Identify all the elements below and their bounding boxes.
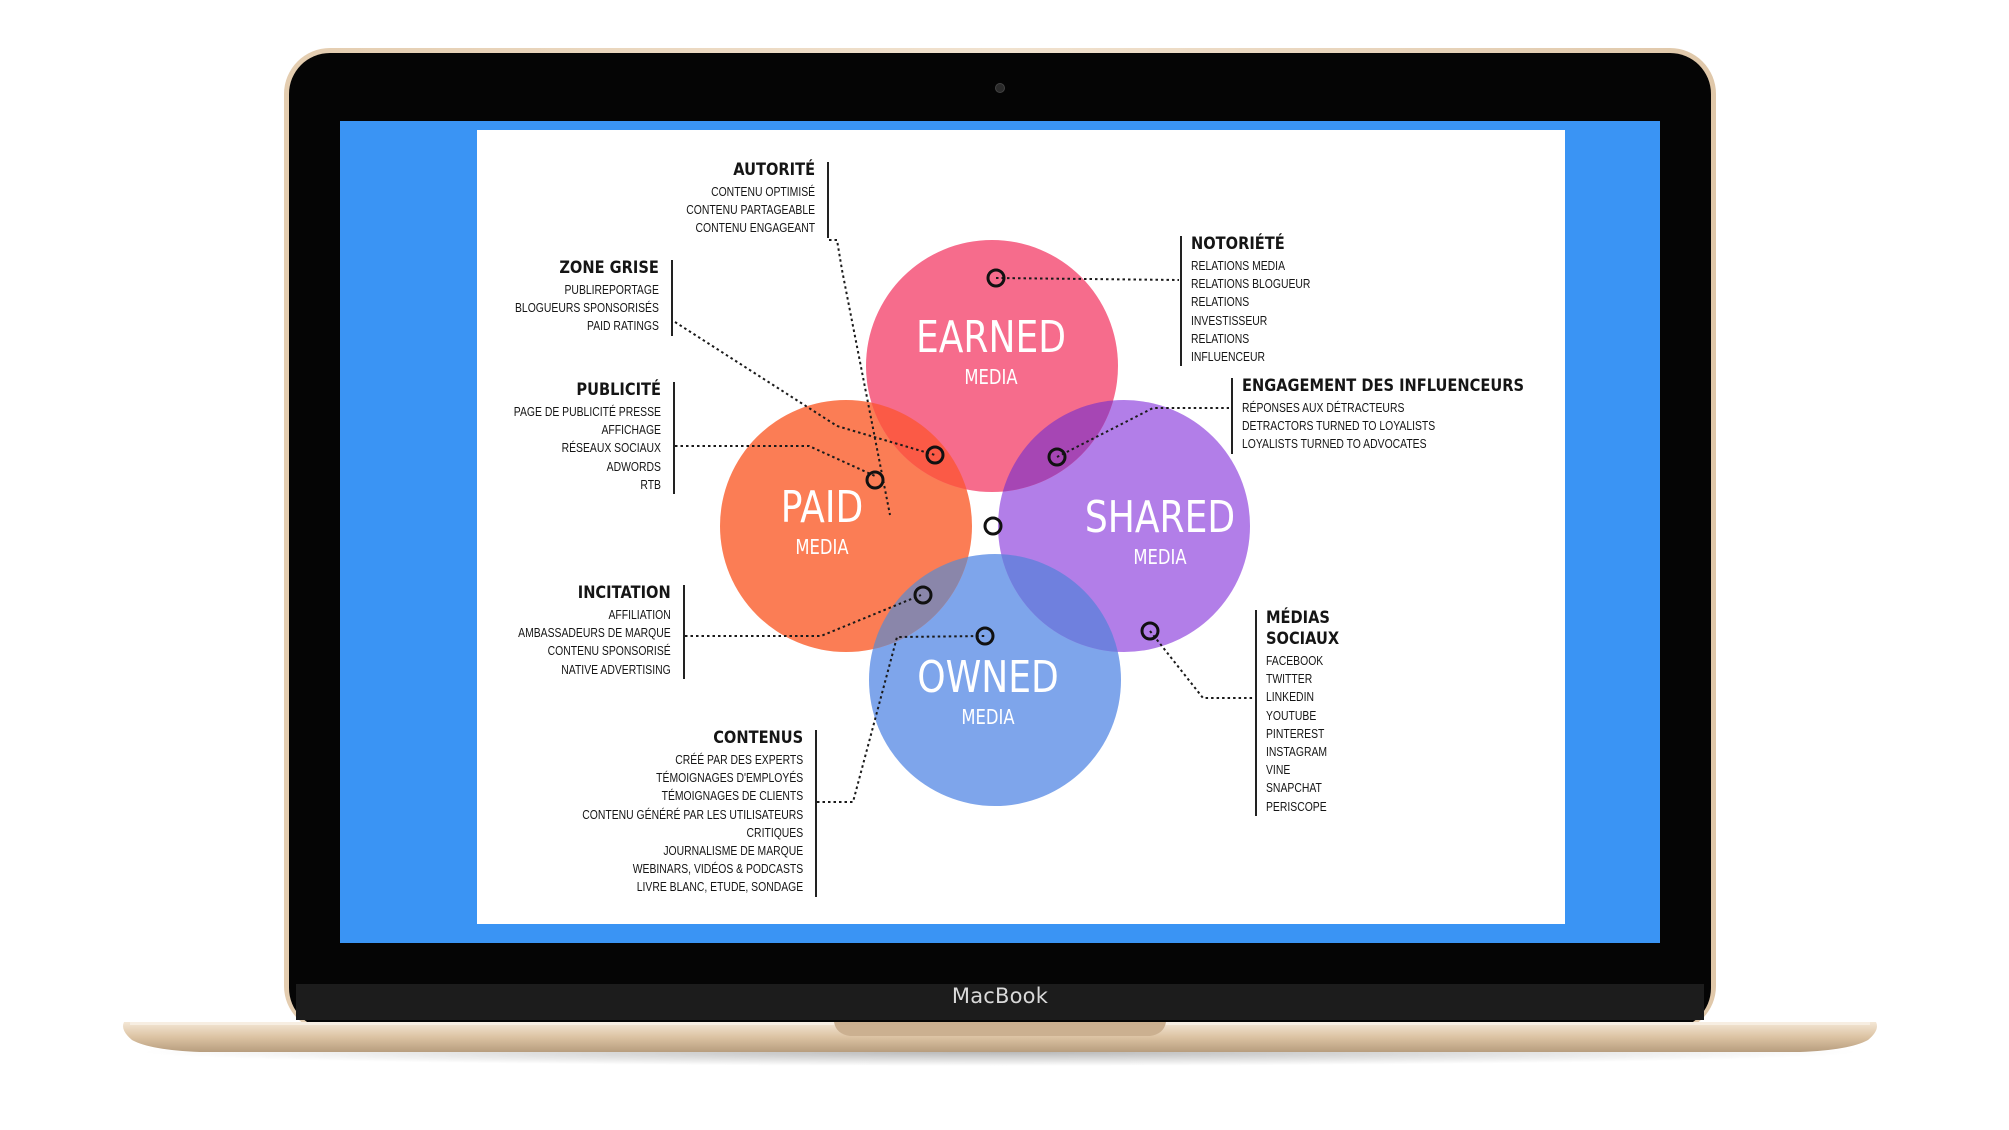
node-contenus [975,626,995,646]
list-item: DETRACTORS TURNED TO LOYALISTS [1242,418,1436,434]
list-item: WEBINARS, VIDÉOS & PODCASTS [632,861,803,877]
list-item: CONTENU SPONSORISÉ [547,643,671,659]
node-markers [865,268,1160,646]
list-item: RELATIONS BLOGUEUR [1191,276,1311,292]
list-item: PUBLIREPORTAGE [564,282,659,297]
list-item: TÉMOIGNAGES DE CLIENTS [661,788,803,804]
list-item: LOYALISTS TURNED TO ADVOCATES [1242,436,1427,452]
connector-contenus [817,635,986,803]
list-item: NATIVE ADVERTISING [561,661,671,677]
list-item: RTB [640,476,661,492]
group-title: ENGAGEMENT DES INFLUENCEURS [1242,376,1525,396]
list-item: RÉPONSES AUX DÉTRACTEURS [1242,400,1405,415]
list-item: INVESTISSEUR [1191,312,1268,328]
group-engagement: ENGAGEMENT DES INFLUENCEURS RÉPONSES AUX… [1231,378,1570,454]
node-medias-sociaux [1140,621,1160,641]
list-item: BLOGUEURS SPONSORISÉS [515,300,659,316]
group-incitation: INCITATION AFFILIATION AMBASSADEURS DE M… [480,585,685,679]
list-item: CONTENU GÉNÉRÉ PAR LES UTILISATEURS [582,806,803,822]
node-publicite [865,470,885,490]
owned-subtitle: MEDIA [961,707,1015,730]
group-medias-sociaux: MÉDIAS SOCIAUX FACEBOOK TWITTER LINKEDIN… [1255,610,1351,816]
node-zone-grise [925,445,945,465]
list-item: PINTEREST [1266,725,1325,741]
group-zone-grise: ZONE GRISE PUBLIREPORTAGE BLOGUEURS SPON… [479,260,673,336]
list-item: RELATIONS [1191,294,1250,310]
macbook-label: MacBook [951,984,1049,1008]
group-title: INCITATION [578,583,671,603]
list-item: INSTAGRAM [1266,744,1328,760]
list-item: RELATIONS MEDIA [1191,258,1286,273]
list-item: AFFICHAGE [601,422,661,438]
paid-subtitle: MEDIA [795,537,849,560]
list-item: JOURNALISME DE MARQUE [663,843,803,859]
list-item: TÉMOIGNAGES D'EMPLOYÉS [655,770,803,786]
group-contenus: CONTENUS CRÉÉ PAR DES EXPERTS TÉMOIGNAGE… [527,730,817,897]
connector-publicite [675,445,876,477]
list-item: VINE [1266,762,1291,778]
paid-owned-overlap [869,554,972,652]
connector-incitation [685,594,922,637]
webcam-icon [995,83,1005,93]
group-title: SOCIAUX [1266,629,1340,649]
connector-autorite [829,239,891,516]
list-item: SNAPCHAT [1266,780,1322,796]
list-item: ADWORDS [606,458,661,474]
group-title: AUTORITÉ [733,160,815,180]
shared-subtitle: MEDIA [1133,547,1187,570]
list-item: FACEBOOK [1266,653,1324,668]
list-item: LIVRE BLANC, ETUDE, SONDAGE [636,879,803,895]
list-item: CRITIQUES [746,824,803,840]
laptop-base [123,1022,1877,1052]
bottom-bezel-strip [296,984,1704,1020]
owned-title: OWNED [917,653,1059,703]
slide: EARNED MEDIA PAID MEDIA SHARED MEDIA OWN… [477,130,1565,924]
list-item: AMBASSADEURS DE MARQUE [518,625,671,641]
list-item: TWITTER [1266,671,1313,687]
list-item: CONTENU PARTAGEABLE [686,202,815,218]
group-publicite: PUBLICITÉ PAGE DE PUBLICITÉ PRESSE AFFIC… [477,380,675,495]
group-autorite: AUTORITÉ CONTENU OPTIMISÉ CONTENU PARTAG… [654,162,829,238]
node-engagement [1047,447,1067,467]
list-item: LINKEDIN [1266,689,1314,705]
connector-zone-grise [674,321,936,456]
earned-title: EARNED [916,313,1066,363]
trackpad-notch [834,1022,1166,1036]
group-notoriete: NOTORIÉTÉ RELATIONS MEDIA RELATIONS BLOG… [1180,234,1340,367]
earned-subtitle: MEDIA [964,367,1018,390]
group-title: PUBLICITÉ [576,380,661,400]
list-item: PAID RATINGS [587,318,659,334]
list-item: CRÉÉ PAR DES EXPERTS [675,752,803,767]
list-item: RELATIONS [1191,330,1250,346]
list-item: AFFILIATION [608,607,671,622]
list-item: YOUTUBE [1266,707,1317,723]
list-item: INFLUENCEUR [1191,349,1265,365]
shared-title: SHARED [1085,493,1235,543]
list-item: PERISCOPE [1266,798,1327,814]
group-title: ZONE GRISE [559,258,659,278]
node-autorite [983,516,1003,536]
list-item: PAGE DE PUBLICITÉ PRESSE [513,404,661,419]
node-incitation [913,585,933,605]
list-item: CONTENU ENGAGEANT [695,220,815,236]
group-title: NOTORIÉTÉ [1191,234,1285,254]
node-notoriete [986,268,1006,288]
connector-medias-sociaux [1149,630,1255,699]
connector-lines [674,239,1255,803]
media-venn-diagram: EARNED MEDIA PAID MEDIA SHARED MEDIA OWN… [674,239,1255,806]
group-title: CONTENUS [713,728,803,748]
shared-owned-overlap [998,554,1121,652]
list-item: RÉSEAUX SOCIAUX [561,440,661,456]
group-title: MÉDIAS [1266,608,1330,628]
list-item: CONTENU OPTIMISÉ [710,184,815,199]
paid-title: PAID [781,483,864,533]
